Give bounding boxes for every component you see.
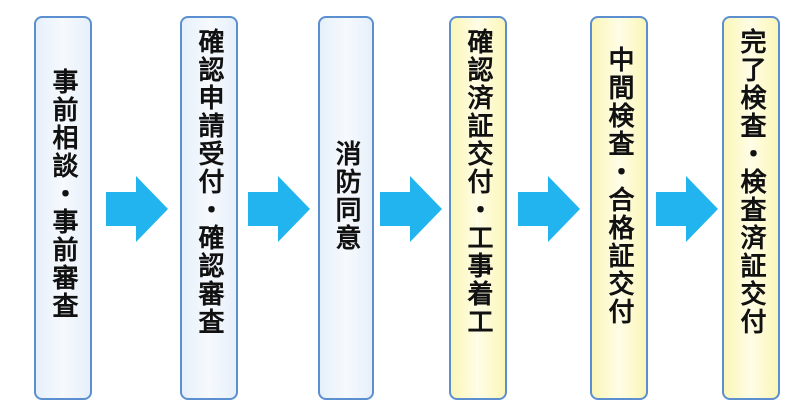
step-box-fire-consent: 消防同意 xyxy=(318,16,374,400)
step-label: 確認済証交付・工事着工 xyxy=(463,28,493,336)
step-box-certificate-construction: 確認済証交付・工事着工 xyxy=(449,16,507,400)
step-label: 完了検査・検査済証交付 xyxy=(736,28,766,336)
right-arrow-icon xyxy=(106,176,168,242)
step-label: 消防同意 xyxy=(331,140,361,252)
right-arrow-icon xyxy=(518,176,580,242)
right-arrow-icon xyxy=(248,176,310,242)
step-box-completion-inspection: 完了検査・検査済証交付 xyxy=(722,16,780,400)
step-box-pre-consultation: 事前相談・事前審査 xyxy=(34,16,92,400)
step-label: 中間検査・合格証交付 xyxy=(604,46,634,326)
step-box-application: 確認申請受付・確認審査 xyxy=(180,16,238,400)
right-arrow-icon xyxy=(380,176,442,242)
step-label: 事前相談・事前審査 xyxy=(48,68,78,320)
step-box-interim-inspection: 中間検査・合格証交付 xyxy=(590,16,648,400)
right-arrow-icon xyxy=(656,176,718,242)
step-label: 確認申請受付・確認審査 xyxy=(194,28,224,336)
